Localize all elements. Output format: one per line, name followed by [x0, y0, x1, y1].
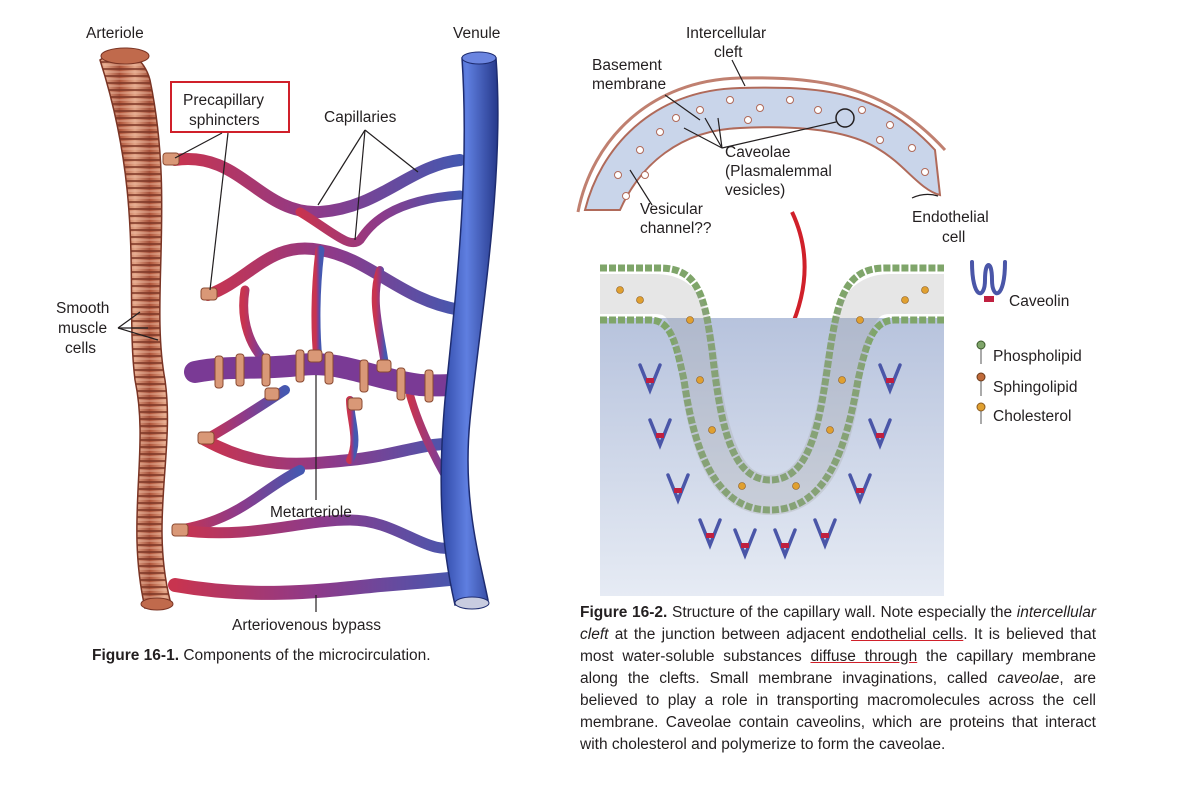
label-capillaries: Capillaries — [324, 109, 397, 126]
figure-16-1-caption-text: Components of the microcirculation. — [183, 647, 431, 664]
venule-end — [461, 51, 497, 65]
figure-16-2-caption: Figure 16-2. Structure of the capillary … — [580, 602, 1096, 756]
label-smooth-2: muscle — [58, 320, 107, 337]
label-intercellular-1: Intercellular — [686, 25, 766, 42]
label-metarteriole: Metarteriole — [270, 504, 352, 521]
label-vesicular-1: Vesicular — [640, 201, 703, 218]
caveolin-markers — [646, 378, 894, 548]
figure-16-1-caption: Figure 16-1. Components of the microcirc… — [92, 645, 512, 667]
label-intercellular-2: cleft — [714, 44, 743, 61]
caption-italic-caveolae: caveolae — [997, 670, 1060, 687]
sphingolipid-dots — [616, 286, 929, 490]
legend-phospholipid: Phospholipid — [993, 348, 1082, 365]
label-precapillary-1: Precapillary — [183, 92, 264, 109]
basement-membrane — [576, 76, 947, 213]
caveola-background — [600, 318, 944, 596]
label-caveolae-2: (Plasmalemmal — [725, 163, 832, 180]
caption-italic-intercellular: intercellular cleft — [580, 604, 1097, 643]
label-precapillary-2: sphincters — [189, 112, 260, 129]
arteriole-vessel — [99, 51, 171, 609]
label-smooth-1: Smooth — [56, 300, 109, 317]
sphingolipid-icon — [976, 372, 986, 382]
membrane-outer — [600, 264, 944, 484]
caveola-legend: Caveolin Phospholipid Sphingolipid Chole… — [970, 260, 1082, 425]
figure-16-1: Arteriole Venule Precapillary sphincters… — [56, 25, 500, 634]
caption-text-5: , are believed to play a role in transpo… — [580, 670, 1097, 753]
caption-underline-endothelial: endothelial cells — [851, 626, 964, 643]
legend-cholesterol: Cholesterol — [993, 408, 1071, 425]
caption-underline-diffuse: diffuse through — [810, 648, 918, 665]
figure-16-2-caveola — [600, 264, 944, 596]
venule-end-bottom — [454, 596, 490, 610]
label-arteriole: Arteriole — [86, 25, 144, 42]
phospholipid-icon — [976, 340, 986, 350]
figure-16-1-caption-title: Figure 16-1. — [92, 647, 179, 664]
precapillary-sphincter-rings — [162, 152, 392, 537]
zoom-arrow — [788, 211, 807, 331]
caveolin-proteins — [638, 363, 902, 560]
label-endothelial-2: cell — [942, 229, 965, 246]
venule-vessel — [440, 57, 499, 606]
arteriole-end — [100, 47, 150, 65]
figure1-leaders — [117, 129, 419, 612]
label-vesicular-2: channel?? — [640, 220, 712, 237]
cholesterol-icon — [976, 402, 986, 412]
metarteriole-sphincters — [214, 349, 434, 403]
legend-sphingolipid: Sphingolipid — [993, 379, 1077, 396]
caption-text-3: . It is believed that most water-soluble… — [580, 626, 1097, 665]
caption-text-1: Structure of the capillary wall. Note es… — [672, 604, 1013, 621]
capillary-network — [168, 152, 467, 600]
label-caveolae-1: Caveolae — [725, 144, 791, 161]
precapillary-highlight-box — [170, 81, 290, 133]
label-venule: Venule — [453, 25, 500, 42]
caveolin-legend-marker — [984, 296, 994, 302]
label-av-bypass: Arteriovenous bypass — [232, 617, 381, 634]
figure2-leaders — [629, 59, 939, 206]
label-basement-2: membrane — [592, 76, 666, 93]
caveola-highlight-circle — [835, 108, 855, 128]
label-caveolae-3: vesicles) — [725, 182, 785, 199]
figure-16-2-caption-title: Figure 16-2. — [580, 604, 668, 621]
legend-caveolin: Caveolin — [1009, 293, 1069, 310]
caption-text-4: the capillary membrane along the clefts.… — [580, 648, 1096, 687]
membrane-inner — [600, 316, 944, 514]
label-smooth-3: cells — [65, 340, 96, 357]
vesicles — [614, 96, 929, 200]
label-basement-1: Basement — [592, 57, 662, 74]
membrane-core — [600, 274, 944, 516]
caption-text-2: at the junction between adjacent — [614, 626, 845, 643]
caveolin-legend-icon — [970, 260, 1007, 296]
arteriole-end-bottom — [140, 597, 174, 611]
label-endothelial-1: Endothelial — [912, 209, 989, 226]
